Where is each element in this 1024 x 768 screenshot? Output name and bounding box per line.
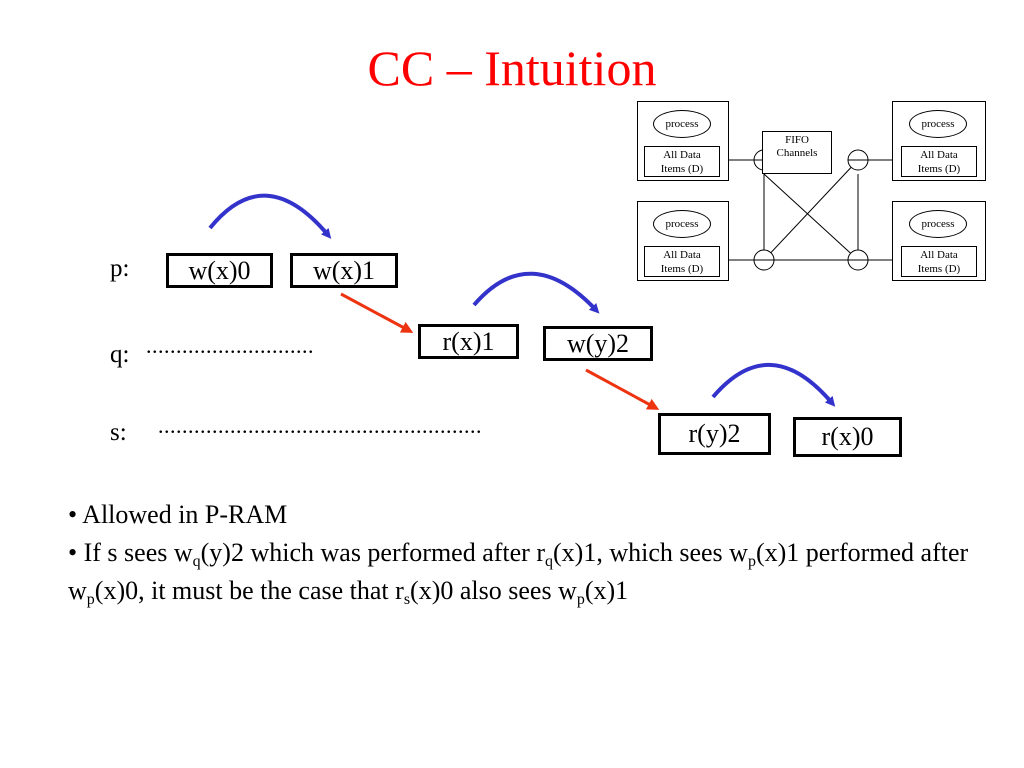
fifo-label-line2: Channels	[776, 147, 818, 159]
data-items-bottom-left: All Data Items (D)	[644, 246, 720, 277]
op-p-2: w(x)1	[290, 253, 398, 288]
reads-from-arrow-1	[340, 292, 414, 333]
program-order-arrow-s	[711, 362, 836, 407]
program-order-arrow-p	[208, 193, 332, 239]
data-items-top-right: All Data Items (D)	[901, 146, 977, 177]
data-label-line1: All Data	[663, 149, 701, 161]
text-run: (y)2 which was performed after r	[200, 538, 545, 567]
subscript: q	[192, 553, 201, 570]
process-oval-top-left: process	[653, 110, 711, 138]
process-oval-bottom-left: process	[653, 210, 711, 238]
data-label-line1: All Data	[920, 149, 958, 161]
text-run: • If s sees w	[68, 538, 193, 567]
subscript: p	[747, 553, 756, 570]
process-label-s: s:	[110, 419, 127, 446]
bullet-list: • Allowed in P-RAM • If s sees wq(y)2 wh…	[68, 496, 988, 610]
text-run: (x)0, it must be the case that r	[94, 576, 404, 605]
slide-title: CC – Intuition	[367, 40, 657, 96]
data-label-line2: Items (D)	[917, 163, 961, 175]
op-s-1: r(y)2	[658, 413, 771, 455]
text-run: (x)0 also sees w	[410, 576, 577, 605]
op-p-1: w(x)0	[166, 253, 273, 288]
data-label-line2: Items (D)	[660, 263, 704, 275]
op-q-1: r(x)1	[418, 324, 519, 359]
data-label-line1: All Data	[920, 249, 958, 261]
text-run: (x)1, which sees w	[553, 538, 748, 567]
text-run: (x)1	[584, 576, 629, 605]
data-label-line1: All Data	[663, 249, 701, 261]
process-label-p: p:	[110, 255, 130, 282]
program-order-arrow-q	[472, 271, 600, 314]
subscript: q	[545, 553, 553, 570]
process-label-q: q:	[110, 341, 130, 368]
process-oval-top-right: process	[909, 110, 967, 138]
bullet-explanation: • If s sees wq(y)2 which was performed a…	[68, 534, 988, 610]
data-label-line2: Items (D)	[917, 263, 961, 275]
subscript: p	[576, 591, 585, 608]
op-s-2: r(x)0	[793, 417, 902, 457]
bullet-allowed-pram: • Allowed in P-RAM	[68, 500, 288, 529]
dotted-line-s: ........................................…	[158, 413, 482, 438]
data-label-line2: Items (D)	[660, 163, 704, 175]
process-oval-bottom-right: process	[909, 210, 967, 238]
fifo-channels-box: FIFO Channels	[762, 131, 832, 174]
reads-from-arrow-2	[585, 368, 660, 410]
dotted-line-q: ............................	[146, 333, 314, 358]
fifo-label-line1: FIFO	[785, 134, 809, 146]
subscript: s	[403, 591, 411, 608]
op-q-2: w(y)2	[543, 326, 653, 361]
text-run: (x)1 performed after w	[68, 538, 969, 605]
data-items-top-left: All Data Items (D)	[644, 146, 720, 177]
subscript: p	[86, 591, 95, 608]
data-items-bottom-right: All Data Items (D)	[901, 246, 977, 277]
